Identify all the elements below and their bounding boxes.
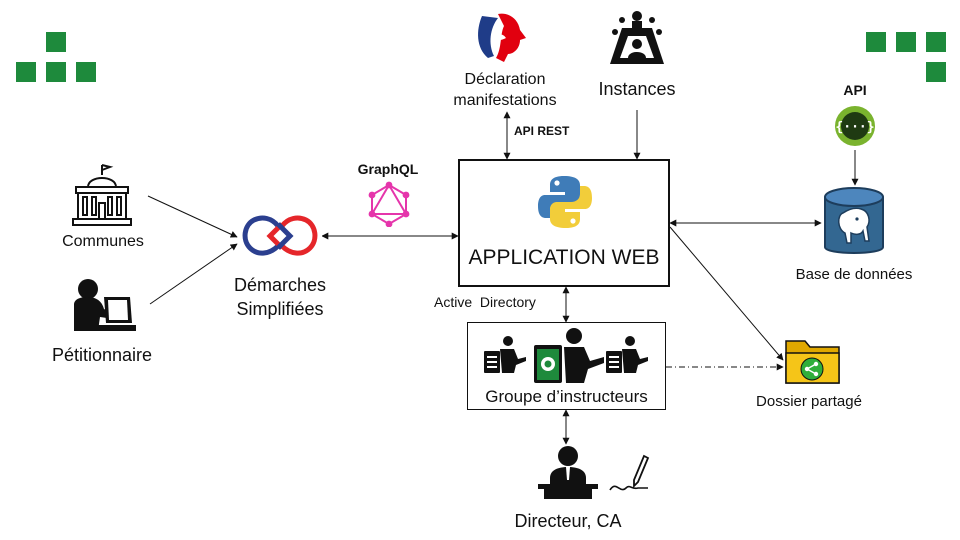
communes-label: Communes [62,233,144,250]
dossier-label: Dossier partagé [756,393,862,410]
instructeurs-box: Groupe d’instructeurs [467,322,666,410]
edge-appweb-dossier [669,226,784,361]
director-icon [538,446,598,499]
declaration-label-line2: manifestations [453,92,557,109]
application-web-box: APPLICATION WEB [458,159,670,287]
instructors-icon [484,328,648,383]
active-directory-label: Active Directory [434,294,536,310]
api-rest-label: API REST [514,124,570,138]
shared-folder-icon [785,340,840,384]
decorative-squares-left [16,32,96,82]
pen-signature-icon [609,454,650,491]
declaration-label: Déclaration manifestations [440,69,570,111]
petitionnaire-label: Pétitionnaire [51,345,153,365]
town-hall-icon [72,164,132,226]
directeur-label: Directeur, CA [514,511,622,531]
marianne-icon [474,8,538,64]
assembly-icon [610,11,664,64]
demarches-label-line1: Démarches [233,275,327,295]
api-icon: {···} [835,106,875,146]
decorative-squares-right [866,32,946,82]
graphql-label: GraphQL [357,161,419,177]
edge-communes-demarches [147,195,238,238]
api-label: API [843,82,867,98]
instructeurs-label: Groupe d’instructeurs [485,387,648,406]
graphql-icon [368,181,410,227]
svg-text:{···}: {···} [835,120,874,135]
postgresql-icon [824,187,884,254]
instances-label: Instances [598,79,676,99]
demarches-label: Démarches Simplifiées [214,273,346,321]
edge-petitionnaire-demarches [149,243,238,305]
database-label: Base de données [795,266,913,283]
application-web-label: APPLICATION WEB [468,246,660,269]
declaration-label-line1: Déclaration [464,71,546,88]
demarches-simplifiees-logo [238,210,322,262]
python-icon [538,176,592,228]
demarches-label-line2: Simplifiées [236,299,324,319]
person-laptop-icon [74,279,136,331]
